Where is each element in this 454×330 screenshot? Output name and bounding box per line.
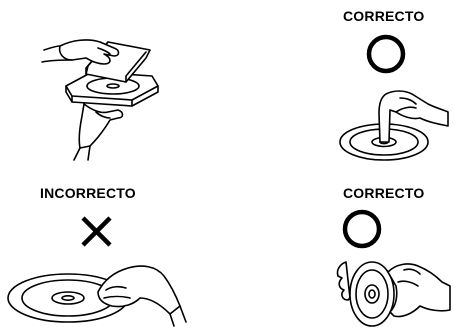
label-correct-bottom: CORRECTO [343, 185, 425, 201]
correct-circle-icon-bottom [342, 209, 382, 249]
correct-circle-icon-top [366, 34, 406, 74]
incorrect-cross-icon [81, 216, 112, 247]
label-incorrect: INCORRECTO [40, 185, 136, 201]
label-correct-top: CORRECTO [343, 8, 425, 24]
disc-held-by-center-illustration [339, 90, 449, 161]
disc-held-by-edge-illustration [336, 261, 451, 327]
disc-case-illustration [41, 39, 159, 161]
disc-held-wrong-illustration [7, 265, 187, 327]
